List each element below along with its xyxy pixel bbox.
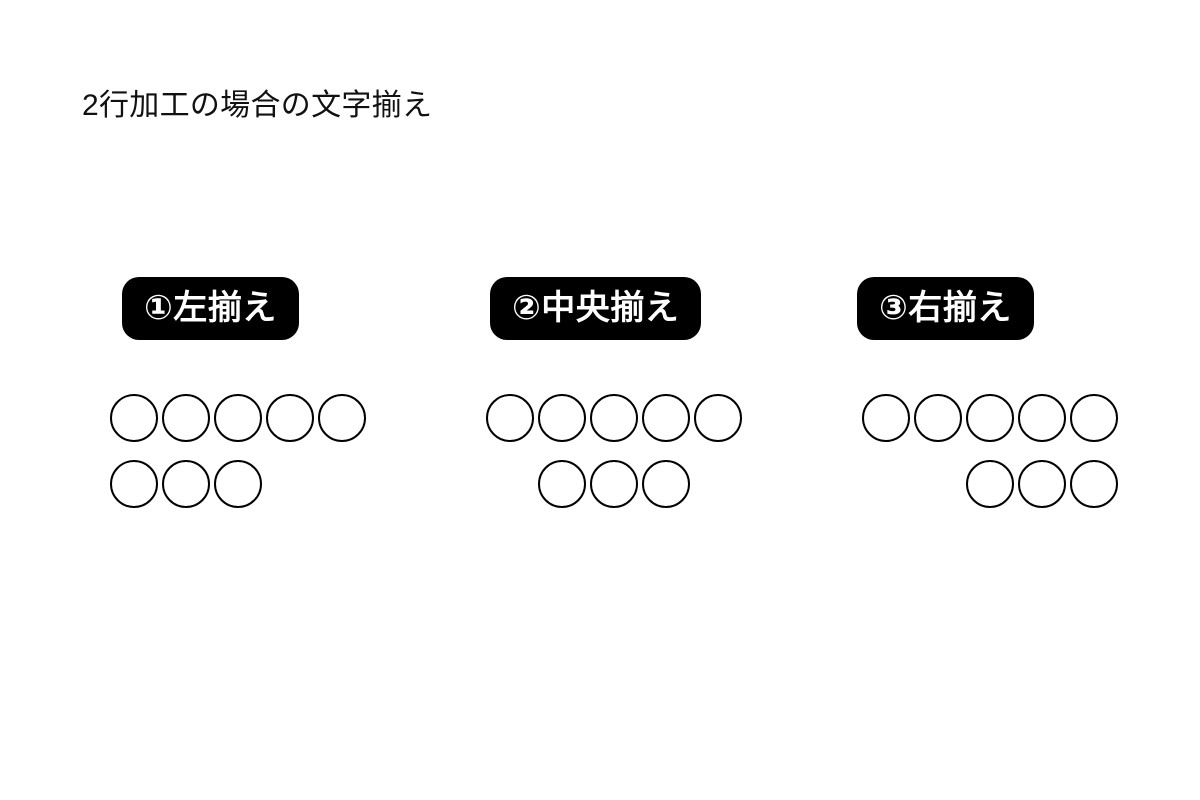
- circle-glyph: [538, 394, 586, 442]
- circle-row: [846, 394, 1118, 442]
- pill-container: ③右揃え: [846, 277, 1118, 340]
- alignment-label-right[interactable]: ③右揃え: [857, 277, 1034, 340]
- alignment-label-left[interactable]: ①左揃え: [122, 277, 299, 340]
- circle-glyph: [1070, 460, 1118, 508]
- circle-glyph: [110, 460, 158, 508]
- circle-row: [110, 460, 380, 508]
- circle-glyph: [214, 394, 262, 442]
- circle-glyph: [642, 394, 690, 442]
- circle-glyph: [110, 394, 158, 442]
- circle-row: [479, 394, 749, 442]
- circle-glyph: [966, 460, 1014, 508]
- pill-container: ①左揃え: [110, 277, 380, 340]
- alignment-label-center[interactable]: ②中央揃え: [490, 277, 702, 340]
- circle-block-center: [479, 394, 749, 508]
- circle-glyph: [590, 460, 638, 508]
- circle-glyph: [694, 394, 742, 442]
- circle-glyph: [1070, 394, 1118, 442]
- circle-glyph: [318, 394, 366, 442]
- alignment-group-center: ②中央揃え: [479, 277, 749, 508]
- circle-row: [846, 460, 1118, 508]
- circle-glyph: [162, 394, 210, 442]
- circle-glyph: [642, 460, 690, 508]
- circle-row: [110, 394, 380, 442]
- circle-glyph: [1018, 460, 1066, 508]
- circle-glyph: [914, 394, 962, 442]
- page-title: 2行加工の場合の文字揃え: [82, 89, 433, 122]
- circle-glyph: [214, 460, 262, 508]
- circle-glyph: [1018, 394, 1066, 442]
- circle-glyph: [266, 394, 314, 442]
- circle-glyph: [486, 394, 534, 442]
- circle-row: [479, 460, 749, 508]
- circle-glyph: [590, 394, 638, 442]
- circle-glyph: [966, 394, 1014, 442]
- alignment-group-right: ③右揃え: [846, 277, 1118, 508]
- alignment-group-left: ①左揃え: [110, 277, 380, 508]
- circle-block-left: [110, 394, 380, 508]
- circle-glyph: [538, 460, 586, 508]
- circle-glyph: [862, 394, 910, 442]
- circle-glyph: [162, 460, 210, 508]
- pill-container: ②中央揃え: [479, 277, 749, 340]
- circle-block-right: [846, 394, 1118, 508]
